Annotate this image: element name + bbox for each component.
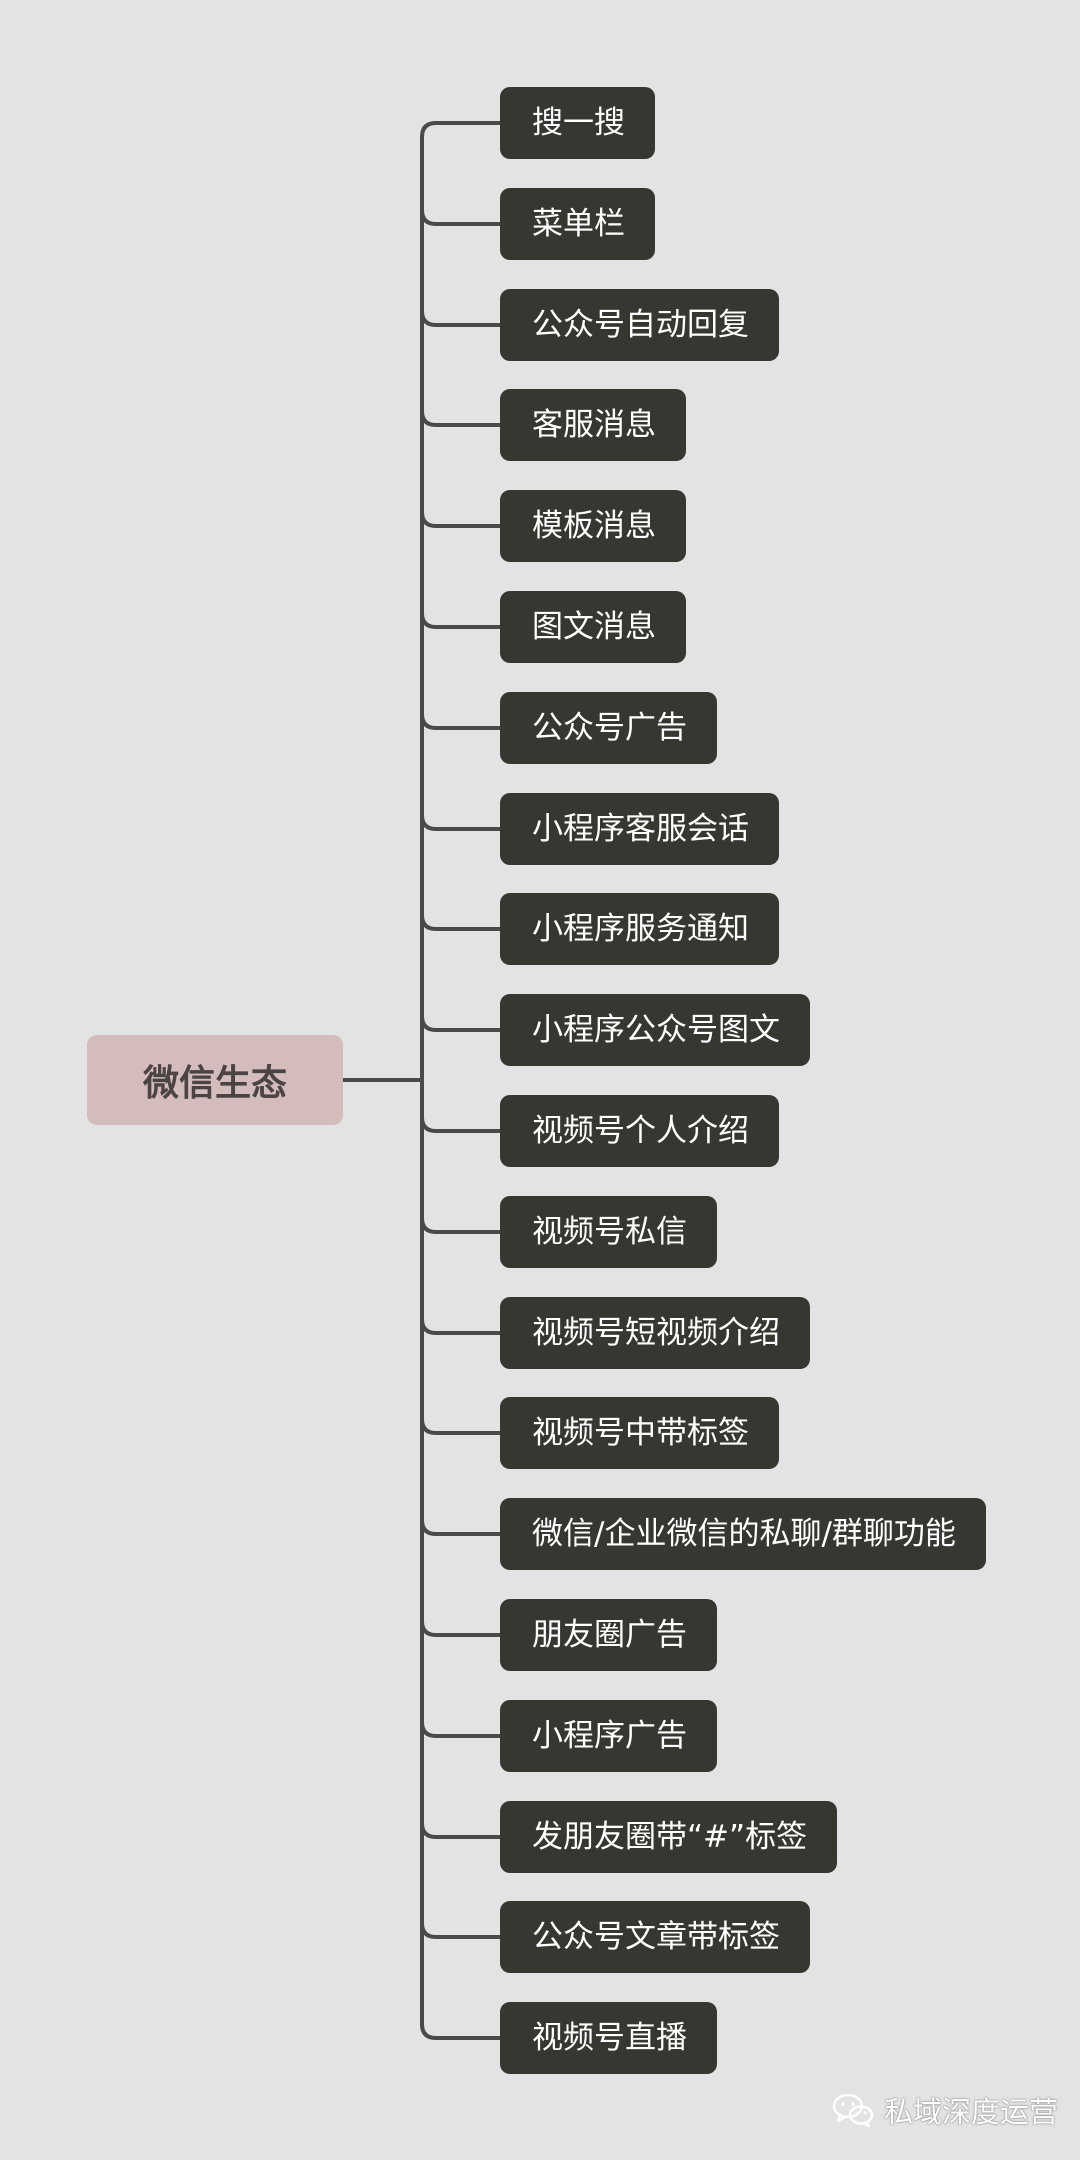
child-node: 图文消息 [500,591,686,663]
branch-connector [420,2022,502,2040]
child-node: 小程序客服会话 [500,793,779,865]
child-node: 菜单栏 [500,188,655,260]
child-node: 公众号广告 [500,692,717,764]
branch-connector [420,712,502,730]
branch-connector [420,1317,502,1335]
child-node: 小程序公众号图文 [500,994,810,1066]
child-node-label: 搜一搜 [532,105,625,141]
child-node: 视频号个人介绍 [500,1095,779,1167]
wechat-icon [832,2093,874,2127]
child-node-label: 客服消息 [532,407,656,443]
child-node: 搜一搜 [500,87,655,159]
branch-connector [420,1720,502,1738]
child-node-label: 视频号中带标签 [532,1415,749,1451]
watermark-text: 私域深度运营 [884,2095,1059,2129]
branch-connector [420,1216,502,1234]
watermark: 私域深度运营 [832,2090,1058,2130]
child-node-label: 小程序客服会话 [532,811,749,847]
child-node: 小程序广告 [500,1700,717,1772]
branch-connector [420,510,502,528]
child-node-label: 微信/企业微信的私聊/群聊功能 [532,1516,956,1552]
child-node-label: 小程序广告 [532,1718,687,1754]
child-node-label: 小程序公众号图文 [532,1012,780,1048]
child-node: 微信/企业微信的私聊/群聊功能 [500,1498,986,1570]
child-node: 小程序服务通知 [500,893,779,965]
root-node: 微信生态 [87,1035,343,1125]
branch-connector [420,611,502,629]
child-node-label: 小程序服务通知 [532,911,749,947]
branch-connector [420,1417,502,1435]
root-node-label: 微信生态 [142,1063,287,1104]
child-node-label: 视频号私信 [532,1214,687,1250]
branch-connector [420,309,502,327]
branch-connector [420,1518,502,1536]
branch-connector [420,409,502,427]
child-node-label: 朋友圈广告 [532,1617,687,1653]
child-node-label: 公众号自动回复 [532,307,749,343]
branch-connector [420,1619,502,1637]
child-node: 视频号短视频介绍 [500,1297,810,1369]
child-node: 模板消息 [500,490,686,562]
child-node: 视频号直播 [500,2002,717,2074]
child-node-label: 视频号个人介绍 [532,1113,749,1149]
branch-connector [420,1115,502,1133]
child-node: 发朋友圈带“#”标签 [500,1801,838,1873]
child-node: 公众号自动回复 [500,289,779,361]
child-node: 公众号文章带标签 [500,1901,810,1973]
child-node-label: 视频号直播 [532,2020,687,2056]
branch-connector [420,1014,502,1032]
branch-connector [420,913,502,931]
child-node-label: 菜单栏 [532,206,625,242]
branch-connector [420,208,502,226]
child-node-label: 模板消息 [532,508,656,544]
child-node: 视频号私信 [500,1196,717,1268]
child-node-label: 公众号广告 [532,710,687,746]
branch-connector [420,813,502,831]
child-node: 客服消息 [500,389,686,461]
branch-connector [420,1921,502,1939]
child-node-label: 发朋友圈带“#”标签 [532,1819,808,1855]
child-node-label: 视频号短视频介绍 [532,1315,780,1351]
child-node-label: 公众号文章带标签 [532,1919,780,1955]
child-node-label: 图文消息 [532,609,656,645]
child-node: 朋友圈广告 [500,1599,717,1671]
branch-connector [420,121,502,139]
branch-connector [420,1821,502,1839]
child-node: 视频号中带标签 [500,1397,779,1469]
